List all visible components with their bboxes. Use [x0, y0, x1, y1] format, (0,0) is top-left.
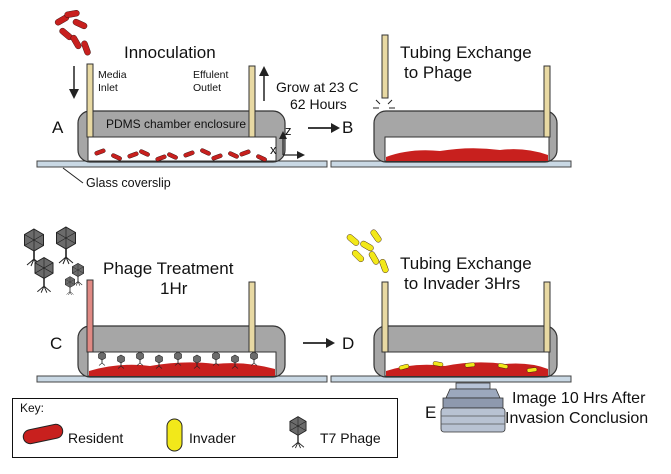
panel-letter-b: B [342, 118, 354, 137]
panel-b-chamber [330, 34, 572, 168]
resident-cell [127, 151, 139, 159]
invader-cell [368, 251, 380, 265]
step-d-title-line2: to Invader 3Hrs [404, 274, 521, 293]
key-invader-label: Invader [189, 430, 236, 446]
resident-cell [200, 148, 211, 156]
invader-cell-icon [166, 418, 183, 452]
resident-cells-dropping [54, 10, 91, 56]
coverslip-label: Glass coverslip [86, 176, 171, 190]
microscope-objective-icon [440, 382, 506, 433]
resident-cell [72, 18, 88, 30]
resident-cell [183, 150, 195, 158]
key-box [12, 398, 398, 458]
outlet-tube-c [248, 281, 256, 353]
resident-cell [94, 148, 106, 156]
resident-cell [256, 154, 267, 162]
step-c-title-line2: 1Hr [160, 279, 188, 298]
axes-icon [279, 131, 305, 159]
coverslip-pointer [62, 167, 84, 184]
effluent-outlet-label-line2: Outlet [193, 82, 222, 94]
step-b-title-line1: Tubing Exchange [400, 43, 532, 62]
outlet-tube-d [543, 281, 551, 353]
media-inlet-label-line2: Inlet [98, 82, 118, 94]
phage-particle [34, 256, 54, 294]
resident-cell-icon [22, 423, 64, 445]
resident-cell [211, 153, 223, 161]
invader-cell [370, 229, 382, 243]
invader-cell [360, 240, 374, 252]
resident-cell [228, 151, 239, 159]
step-e-caption-line1: Image 10 Hrs After [512, 390, 646, 407]
biofilm-b [386, 148, 548, 161]
resident-cell [239, 149, 251, 157]
media-inlet-label-line1: Media [98, 69, 127, 81]
inlet-tube-d [381, 281, 389, 353]
outlet-tube-a [248, 65, 256, 138]
resident-cell [139, 149, 150, 157]
resident-cell [155, 154, 167, 162]
chamber-label: PDMS chamber enclosure [106, 117, 247, 131]
outlet-tube-b [543, 65, 551, 138]
effluent-outlet-label-line1: Effulent [193, 69, 229, 81]
effluent-up-arrow-head [259, 66, 269, 76]
axis-x-label: x [270, 142, 277, 157]
invader-cell [379, 259, 389, 273]
invader-cell [351, 249, 365, 263]
resident-cell [167, 152, 178, 160]
panel-d-chamber [330, 229, 572, 433]
step-d-title-line1: Tubing Exchange [400, 254, 532, 273]
invader-cell [432, 361, 444, 367]
phage-particle [64, 276, 76, 296]
panel-c-chamber [23, 226, 328, 383]
panel-letter-d: D [342, 334, 355, 353]
inlet-tube-a [86, 63, 94, 138]
panel-a-chamber [36, 10, 328, 184]
invader-cell [464, 362, 476, 368]
invader-cell [526, 367, 538, 373]
detached-inlet-tube-b [381, 34, 389, 99]
invader-cell [497, 363, 509, 369]
arrow-c-to-d-head [326, 338, 335, 348]
panel-letter-c: C [50, 334, 63, 353]
invader-cells-dropping [346, 229, 389, 273]
resident-cells-a [94, 148, 267, 162]
phage-inlet-tube-c [86, 279, 94, 353]
biofilm-c [89, 362, 275, 376]
phage-cloud-c [23, 226, 85, 296]
panel-letter-a: A [52, 118, 64, 137]
panel-letter-e: E [425, 403, 437, 422]
resident-cell [64, 10, 80, 18]
arrow-a-to-b-head [331, 123, 340, 133]
step-e-caption-line2: Invasion Conclusion [505, 410, 649, 427]
disconnect-marks [373, 99, 395, 109]
step-b-title-line2: to Phage [404, 63, 473, 82]
axis-z-label: z [285, 123, 292, 138]
invader-cells-d [398, 361, 538, 373]
key-title: Key: [20, 401, 45, 415]
step-c-title-line1: Phage Treatment [103, 259, 234, 278]
grow-label-line2: 62 Hours [290, 96, 347, 112]
resident-cell [81, 40, 91, 56]
key-resident-label: Resident [68, 430, 124, 446]
invader-cell [346, 234, 360, 246]
resident-cell [111, 153, 122, 161]
grow-label-line1: Grow at 23 C [276, 79, 359, 95]
resident-cell [70, 34, 82, 50]
step-a-title: Innoculation [124, 43, 216, 62]
inoculation-down-arrow-head [69, 89, 79, 99]
invader-cell [398, 364, 410, 370]
key-phage-label: T7 Phage [320, 430, 381, 446]
phage-particle [55, 226, 77, 265]
